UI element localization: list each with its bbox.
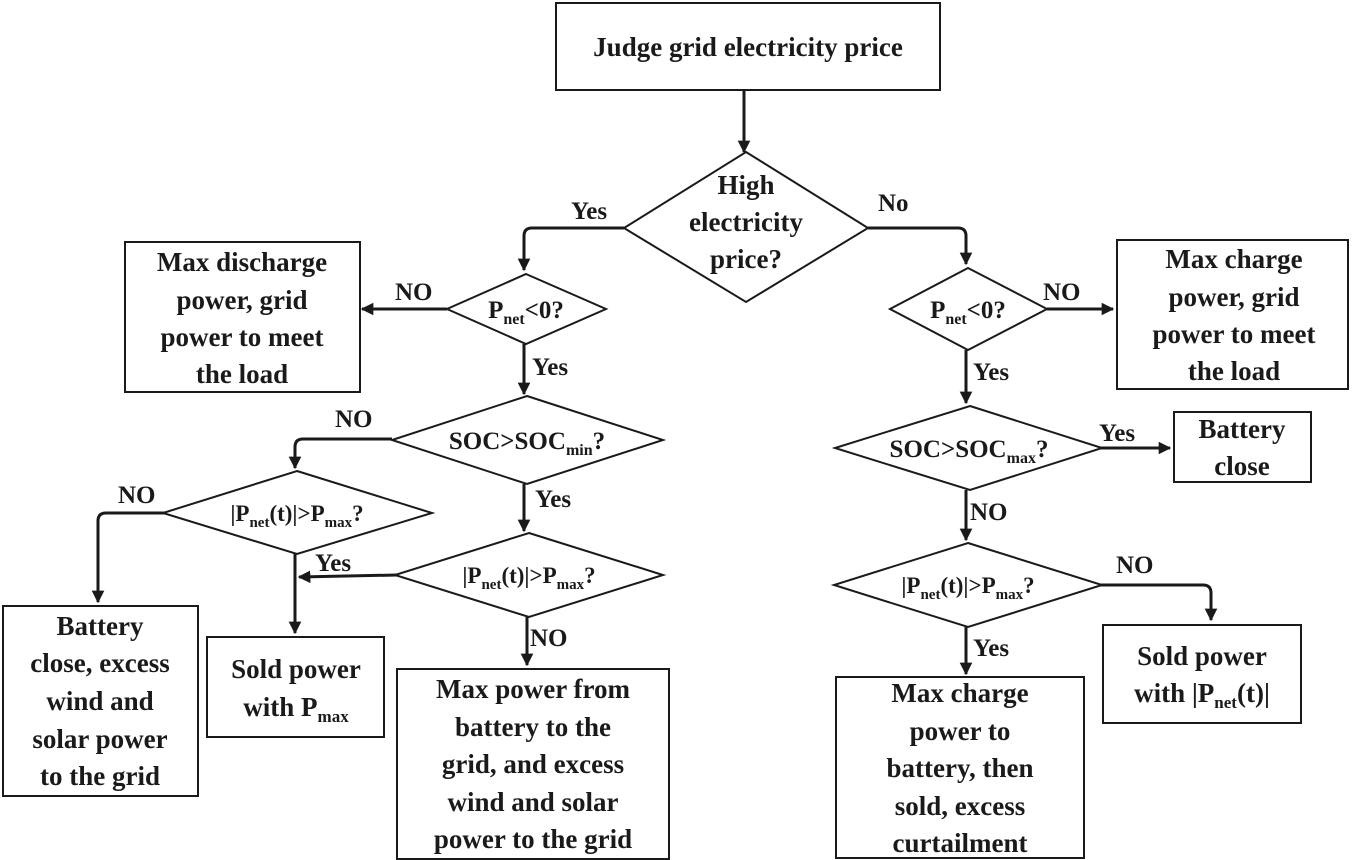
box-max-charge-battery-line-2: power to [910,716,1011,746]
label-price-yes: Yes [571,198,607,225]
label-abs-outer-yes: Yes [315,550,351,577]
box-max-charge-line-4: the load [1188,356,1280,386]
box-max-charge-line-1: Max charge [1165,244,1302,274]
box-max-charge-battery-line-3: battery, then [887,753,1034,783]
box-max-charge: Max charge power, grid power to meet the… [1116,239,1349,390]
box-max-discharge-line-1: Max discharge [157,247,327,277]
box-max-charge-line-2: power, grid [1168,282,1299,312]
decision-high-price-line-2: electricity [689,207,803,237]
box-battery-close-excess-line-2: close, excess [30,648,169,678]
decision-pnet-left-text: Pnet<0? [488,297,564,328]
box-max-charge-battery-line-5: curtailment [893,828,1028,858]
label-pnet-left-yes: Yes [532,354,568,381]
decision-abs-right: |Pnet(t)|>Pmax? [830,541,1106,629]
decision-high-price-line-3: price? [710,244,782,274]
label-abs-outer-no: NO [118,482,156,509]
decision-soc-max-text: SOC>SOCmax? [890,436,1049,467]
box-sold-pmax-line-1: Sold power [231,654,361,684]
label-abs-right-yes: Yes [973,635,1009,662]
arrow-abs-inner-yes [297,570,398,584]
decision-abs-left-outer: |Pnet(t)|>Pmax? [159,469,436,556]
box-sold-pnet-line-2: with |Pnet(t)| [1134,678,1270,712]
box-battery-close-excess-line-4: solar power [32,724,167,754]
box-sold-pnet: Sold power with |Pnet(t)| [1102,624,1302,724]
box-battery-close-line-1: Battery [1199,414,1286,444]
label-abs-right-no: NO [1116,552,1154,579]
label-socmax-yes: Yes [1099,420,1135,447]
decision-high-price: High electricity price? [622,150,870,304]
box-max-charge-battery-line-4: sold, excess [895,791,1026,821]
arrow-price-yes [517,226,624,272]
arrow-price-no [868,226,973,266]
box-max-power-battery-line-2: battery to the [455,712,611,742]
decision-abs-left-outer-text: |Pnet(t)|>Pmax? [230,501,363,531]
label-socmin-no: NO [335,406,373,433]
box-max-discharge-line-4: the load [196,359,288,389]
box-sold-pmax: Sold power with Pmax [206,636,385,738]
label-abs-inner-no: NO [530,625,568,652]
box-max-charge-battery-line-1: Max charge [891,678,1028,708]
decision-pnet-right: Pnet<0? [887,266,1050,352]
decision-pnet-left: Pnet<0? [444,272,609,346]
box-battery-close-line-2: close [1214,451,1269,481]
box-max-power-battery-line-3: grid, and excess [442,749,624,779]
box-battery-close-excess: Battery close, excess wind and solar pow… [2,605,199,797]
decision-soc-max: SOC>SOCmax? [831,404,1106,492]
arrow-abs-outer-no [91,511,166,604]
box-max-power-battery: Max power from battery to the grid, and … [396,668,670,860]
decision-abs-left-inner: |Pnet(t)|>Pmax? [391,531,667,619]
box-sold-pnet-line-1: Sold power [1137,641,1267,671]
decision-pnet-right-text: Pnet<0? [930,297,1006,328]
box-max-discharge-line-3: power to meet [161,322,324,352]
label-socmin-yes: Yes [535,486,571,513]
box-battery-close-excess-line-5: to the grid [40,761,160,791]
box-max-power-battery-line-5: power to the grid [434,824,632,854]
decision-soc-min: SOC>SOCmin? [388,394,667,486]
box-battery-close-excess-line-3: wind and [46,686,153,716]
arrow-abs-right-no [1100,583,1218,622]
box-max-charge-line-3: power to meet [1153,319,1316,349]
box-sold-pmax-line-2: with Pmax [243,692,349,726]
label-price-no: No [878,190,909,217]
arrow-socmin-no [288,437,392,470]
box-max-power-battery-line-4: wind and solar [447,787,618,817]
decision-soc-min-text: SOC>SOCmin? [449,428,605,459]
label-pnet-right-yes: Yes [973,359,1009,386]
decision-high-price-line-1: High [717,170,774,200]
label-socmax-no: NO [970,499,1008,526]
box-max-discharge: Max discharge power, grid power to meet … [124,241,361,393]
box-battery-close: Battery close [1173,411,1312,483]
start-box-text: Judge grid electricity price [593,32,903,62]
box-battery-close-excess-line-1: Battery [57,611,144,641]
label-pnet-right-no: NO [1043,279,1081,306]
box-max-charge-battery: Max charge power to battery, then sold, … [835,676,1085,859]
decision-abs-right-text: |Pnet(t)|>Pmax? [901,573,1034,603]
branch-labels: Yes No NO Yes NO Yes NO Yes NO Yes NO Ye… [118,190,1154,662]
box-max-power-battery-line-1: Max power from [436,674,630,704]
label-pnet-left-no: NO [395,279,433,306]
decision-abs-left-inner-text: |Pnet(t)|>Pmax? [462,563,595,593]
start-box: Judge grid electricity price [555,2,941,91]
box-max-discharge-line-2: power, grid [176,285,307,315]
connectors [91,90,1218,676]
